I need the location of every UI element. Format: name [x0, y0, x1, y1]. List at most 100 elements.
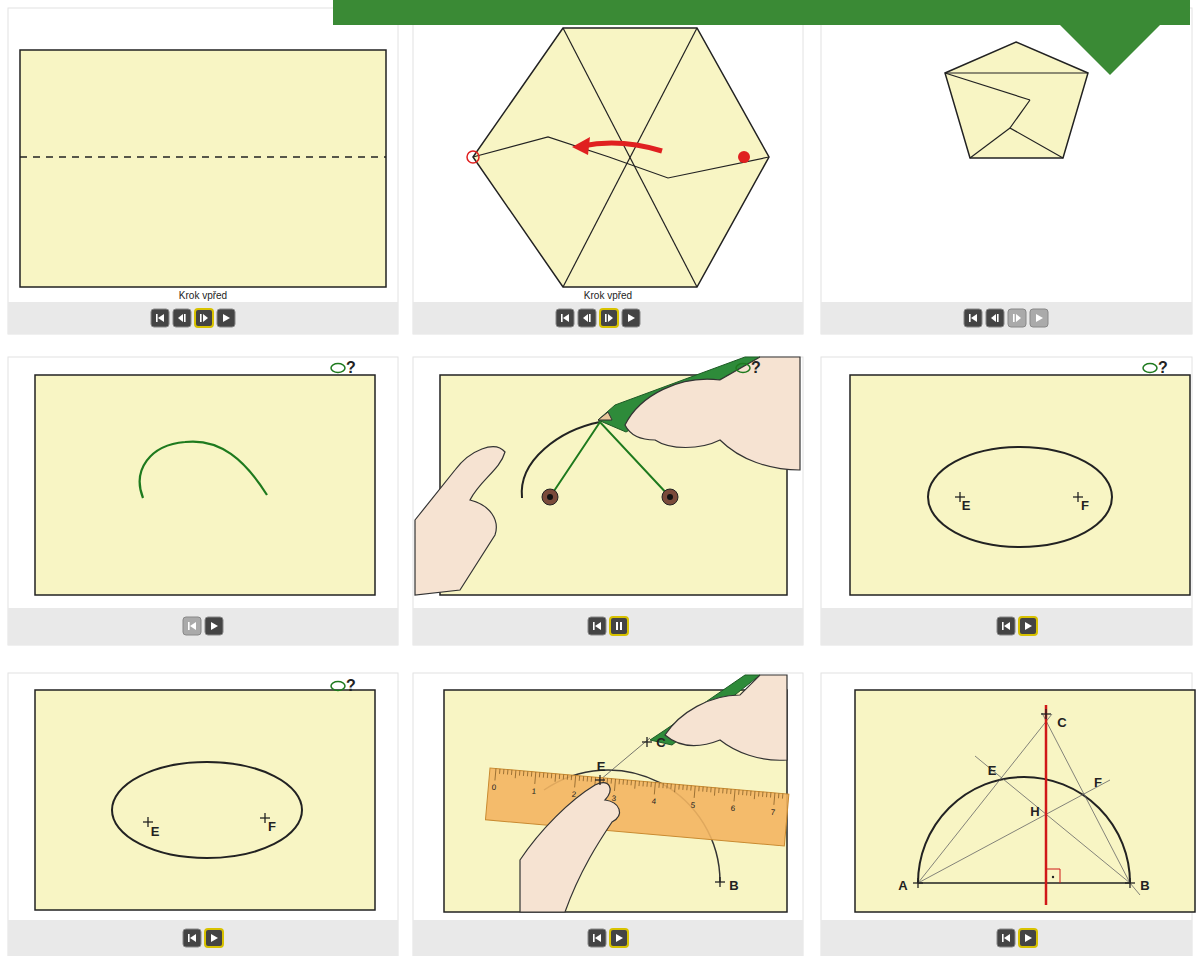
ruler-tick [738, 790, 739, 795]
point-label: A [898, 879, 907, 892]
ruler-tick [750, 791, 751, 796]
button-icon [561, 314, 563, 322]
button-icon [608, 314, 613, 322]
step-caption: Krok vpřed [584, 291, 632, 301]
button-icon [1004, 622, 1010, 630]
ruler-tick [690, 786, 691, 791]
player-button [997, 929, 1015, 947]
player-button [1030, 309, 1048, 327]
button-icon [211, 622, 218, 630]
player-button [588, 617, 606, 635]
ruler-tick [495, 769, 496, 781]
ruler-tick [551, 773, 552, 778]
ruler-tick [758, 792, 759, 797]
player-button [964, 309, 982, 327]
player-button [173, 309, 191, 327]
button-icon [211, 934, 218, 942]
point-mark [959, 492, 960, 502]
button-icon [595, 622, 601, 630]
ruler-tick [774, 793, 775, 805]
ruler-tick [694, 786, 695, 798]
point-label: F [1081, 499, 1089, 512]
button-icon [616, 622, 618, 630]
ruler-tick [746, 790, 747, 795]
ruler-tick [523, 771, 524, 776]
ruler-tick [766, 792, 767, 797]
ruler-tick [611, 779, 612, 784]
button-icon [178, 314, 183, 322]
point-label: ? [346, 678, 356, 694]
ruler-tick [587, 777, 588, 782]
button-icon [991, 314, 996, 322]
ruler-tick [619, 779, 620, 784]
ruler-tick [710, 787, 711, 792]
button-icon [158, 314, 164, 322]
ruler-tick [543, 773, 544, 778]
player-button [205, 617, 223, 635]
button-icon [593, 934, 595, 942]
button-icon [200, 314, 202, 322]
button-icon [1025, 622, 1032, 630]
button-icon [616, 934, 623, 942]
button-icon [223, 314, 230, 322]
ruler-tick [507, 770, 508, 775]
button-icon [997, 314, 999, 322]
player-button [1019, 617, 1037, 635]
button-icon [1004, 934, 1010, 942]
ruler-tick [519, 771, 520, 776]
ruler-tick [778, 793, 779, 798]
ruler-tick [634, 781, 636, 789]
ruler-tick [591, 777, 592, 782]
ruler-tick [547, 773, 548, 778]
ruler-tick [527, 771, 528, 776]
player-button [600, 309, 618, 327]
ruler-tick [702, 787, 703, 792]
ellipse-icon [331, 364, 345, 373]
player-button [986, 309, 1004, 327]
point-label: H [1030, 805, 1039, 818]
player-button [151, 309, 169, 327]
player-button [556, 309, 574, 327]
button-icon [184, 314, 186, 322]
player-button [588, 929, 606, 947]
ruler-number: 6 [731, 805, 736, 813]
player-button [183, 929, 201, 947]
player-button [217, 309, 235, 327]
point-mark [264, 813, 265, 823]
point-label: ? [751, 360, 761, 376]
player-button [622, 309, 640, 327]
player-button [610, 617, 628, 635]
point-label: ? [346, 360, 356, 376]
ruler-number: 0 [492, 784, 497, 792]
ruler-tick [555, 774, 557, 782]
button-icon [969, 314, 971, 322]
ruler-number: 7 [771, 809, 776, 817]
player-button [578, 309, 596, 327]
player-button [610, 929, 628, 947]
ruler-tick [770, 793, 771, 798]
point-label: B [1140, 879, 1149, 892]
point-label: B [729, 879, 738, 892]
ruler-tick [654, 782, 655, 794]
ruler-tick [607, 778, 608, 783]
ruler-tick [539, 772, 540, 777]
ruler-tick [678, 785, 679, 790]
ruler-tick [583, 776, 584, 781]
button-icon [563, 314, 569, 322]
point-mark [599, 775, 600, 785]
button-icon [1036, 314, 1043, 322]
ruler-tick [642, 781, 643, 786]
ruler-tick [571, 775, 572, 780]
button-icon [1013, 314, 1015, 322]
point-label: F [268, 820, 276, 833]
point-mark [646, 737, 647, 747]
button-icon [188, 934, 190, 942]
button-icon [583, 314, 588, 322]
player-button [1019, 929, 1037, 947]
ellipse-icon [1143, 364, 1157, 373]
ruler-tick [762, 792, 763, 797]
ruler-tick [575, 775, 576, 787]
point-mark [1077, 492, 1078, 502]
button-icon [190, 934, 196, 942]
point-label: C [656, 736, 665, 749]
